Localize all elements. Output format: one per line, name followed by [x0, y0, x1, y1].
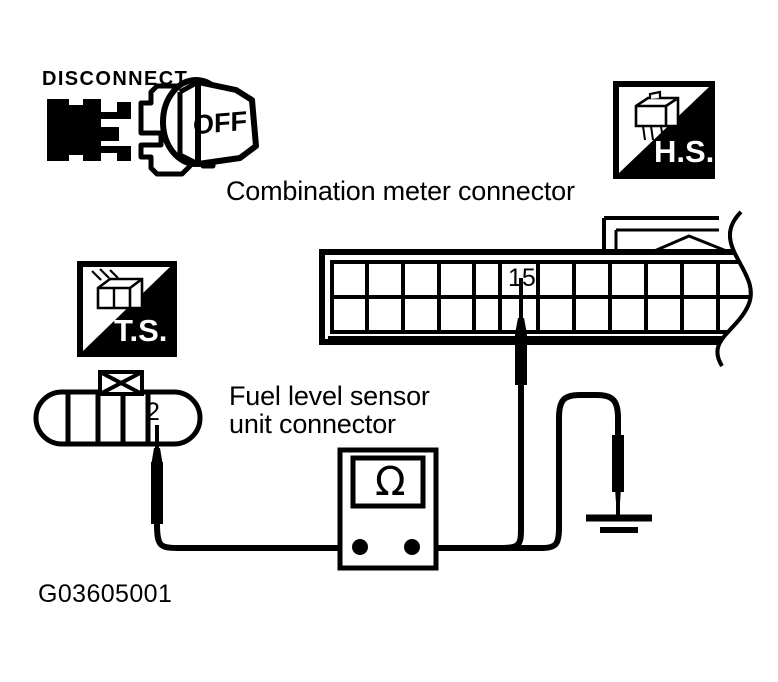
fuel-level-sensor-connector	[33, 370, 203, 447]
ts-badge	[77, 261, 177, 357]
fuel-level-sensor-label-line2: unit connector	[229, 408, 396, 439]
ts-badge-label: T.S.	[114, 313, 168, 348]
figure-id-label: G03605001	[38, 580, 173, 608]
test-lead-wiring	[154, 383, 621, 551]
probe-pin-15	[515, 278, 527, 385]
ignition-key-off-icon	[160, 77, 259, 167]
connector-icon	[91, 268, 144, 310]
ohmmeter	[337, 447, 439, 571]
connector-icon	[634, 90, 680, 141]
hs-badge	[613, 81, 715, 179]
probe-pin-2	[151, 425, 163, 524]
fuel-level-sensor-label-line1: Fuel level sensor	[229, 381, 430, 411]
pin-number-15: 15	[508, 264, 536, 292]
left-terminal	[352, 539, 368, 555]
disconnect-label: DISCONNECT	[42, 68, 189, 90]
pin-number-2: 2	[146, 398, 160, 426]
right-terminal	[404, 539, 420, 555]
combination-meter-connector	[319, 202, 778, 378]
hs-badge-label: H.S.	[654, 134, 715, 169]
combination-meter-connector-label: Combination meter connector	[226, 176, 575, 206]
probe-ground	[612, 435, 624, 518]
ohm-symbol: Ω	[375, 459, 406, 505]
chassis-ground	[586, 514, 652, 533]
ignition-off-label: OFF	[193, 105, 247, 141]
